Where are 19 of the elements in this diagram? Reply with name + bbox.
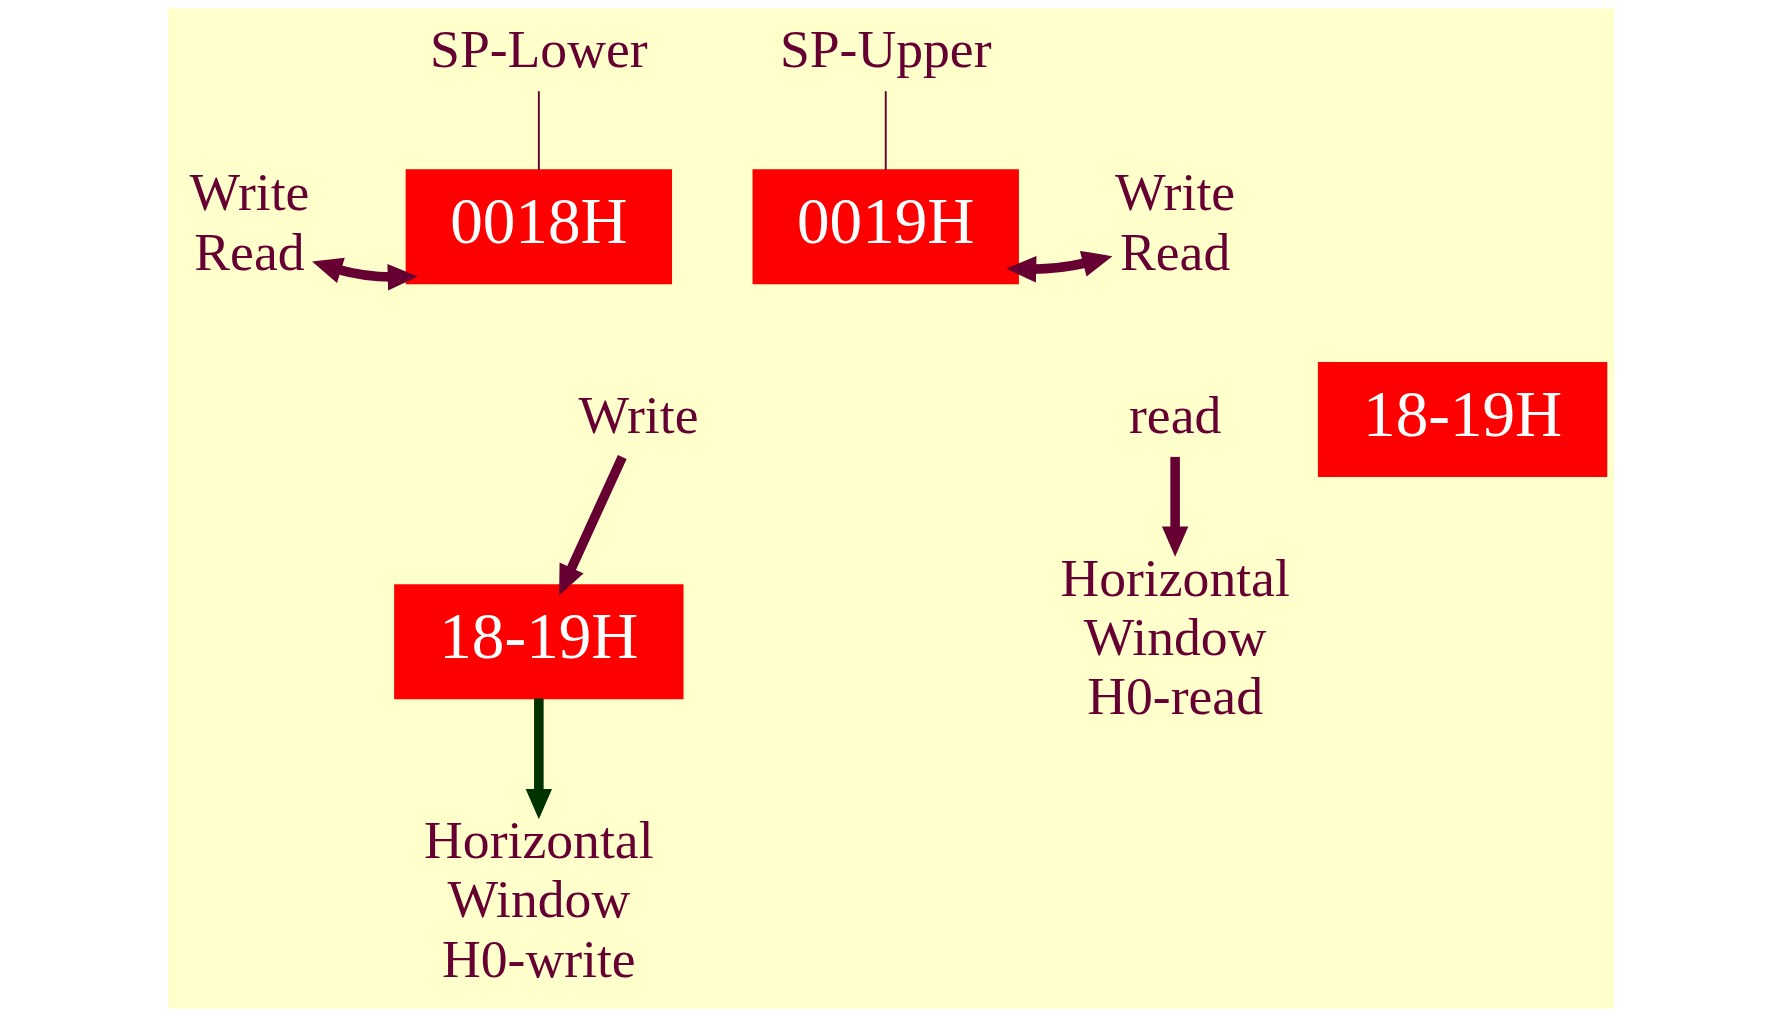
arrow [525, 698, 553, 820]
node-box: 18-19H [394, 584, 684, 700]
arrow [1006, 250, 1113, 283]
node-box: 0019H [752, 169, 1019, 285]
node-text: Horizontal Window H0-read [1060, 547, 1290, 727]
node-text: Write [578, 384, 699, 445]
node-text: SP-Upper [779, 18, 992, 79]
node-text: Horizontal Window H0-write [424, 810, 654, 989]
node-text: SP-Lower [430, 18, 648, 79]
arrow [312, 257, 418, 291]
arrow [1161, 456, 1189, 557]
node-box: 18-19H [1317, 361, 1608, 477]
arrow [559, 454, 627, 596]
connector [884, 90, 887, 172]
connector [537, 90, 540, 172]
node-text: Write Read [189, 162, 310, 282]
node-text: read [1128, 384, 1222, 445]
node-box: 0018H [405, 169, 673, 285]
node-text: Write Read [1115, 162, 1236, 282]
